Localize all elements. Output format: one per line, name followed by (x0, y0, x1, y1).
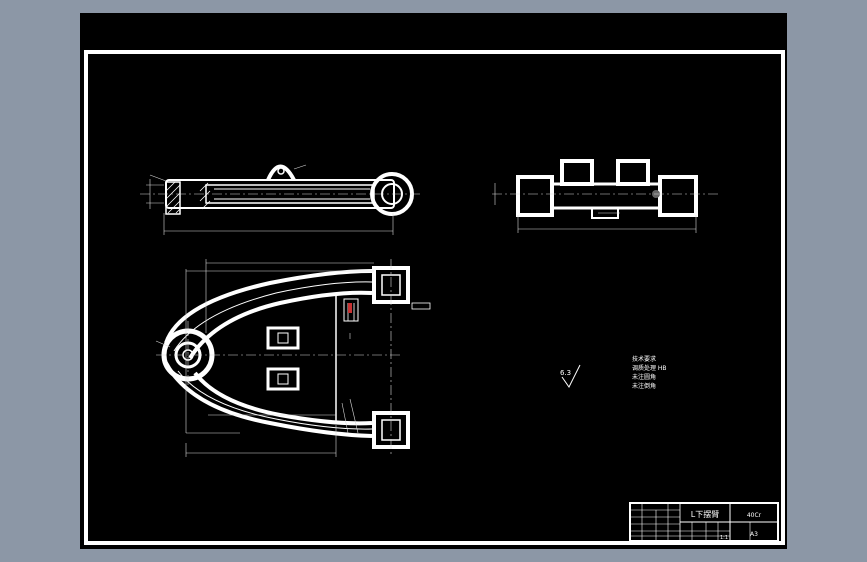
title-block (629, 502, 779, 542)
front-top-boss (266, 164, 296, 181)
side-top-tab-right (616, 159, 650, 186)
front-hatched-section (165, 181, 181, 215)
cad-viewport[interactable]: 6.3 技术要求 调质处理 HB 未注圆角 未注倒角 L下摆臂 40Cr 1:1… (80, 13, 787, 549)
inner-tab-upper (266, 326, 300, 350)
side-left-block (516, 175, 554, 217)
notes-title: 技术要求 (632, 355, 656, 363)
roughness-symbol (561, 364, 581, 388)
lower-arm-inner (193, 371, 373, 426)
title-block-drawing-no: A3 (750, 531, 758, 538)
title-block-part-name: L下摆臂 (691, 509, 719, 519)
inner-tab-lower (266, 367, 300, 391)
title-block-material: 40Cr (747, 512, 762, 519)
red-detail-marker (348, 303, 352, 313)
plan-view (155, 259, 431, 457)
side-top-tab-left (560, 159, 594, 186)
outer-frame (84, 50, 785, 545)
side-right-block (658, 175, 698, 217)
title-block-scale: 1:1 (720, 535, 728, 541)
side-body (550, 182, 662, 210)
notes-line-2: 未注圆角 (632, 373, 656, 381)
notes-line-3: 未注倒角 (632, 382, 656, 390)
notes-line-1: 调质处理 HB (632, 364, 667, 372)
side-view (492, 159, 720, 233)
front-view (140, 164, 420, 235)
lower-arm-outer (164, 362, 373, 438)
upper-arm-inner (188, 290, 373, 360)
upper-arm-outer (164, 269, 373, 344)
hatch-lines (165, 181, 211, 214)
roughness-value: 6.3 (560, 369, 571, 377)
